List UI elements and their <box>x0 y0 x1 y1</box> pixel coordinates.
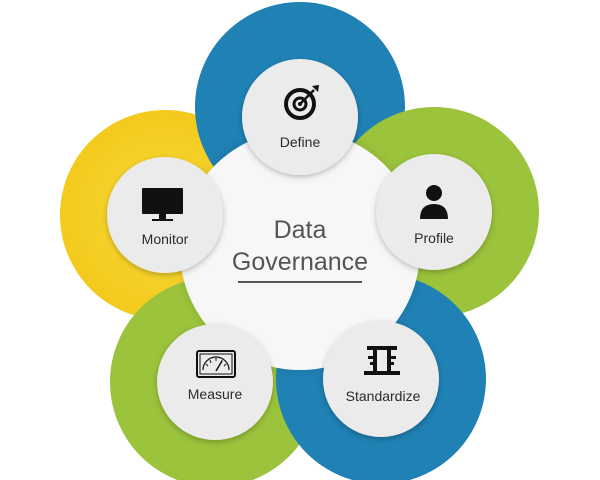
node-measure-label: Measure <box>188 386 243 402</box>
standardize-icon <box>364 346 400 375</box>
node-monitor[interactable]: Monitor <box>107 157 223 273</box>
node-profile-label: Profile <box>414 230 454 246</box>
target-icon <box>284 85 319 120</box>
person-icon <box>420 185 448 219</box>
center-panel <box>180 130 420 370</box>
node-define-label: Define <box>280 134 321 150</box>
gauge-meter-icon <box>196 350 236 378</box>
node-standardize-label: Standardize <box>346 388 421 404</box>
node-measure[interactable]: Measure <box>157 324 273 440</box>
center-title-line2: Governance <box>232 248 368 276</box>
center-title-line1: Data <box>274 216 327 244</box>
node-standardize[interactable]: Standardize <box>323 321 439 437</box>
node-profile[interactable]: Profile <box>376 154 492 270</box>
node-monitor-label: Monitor <box>142 231 189 247</box>
monitor-icon <box>142 188 183 221</box>
node-define[interactable]: Define <box>242 59 358 175</box>
